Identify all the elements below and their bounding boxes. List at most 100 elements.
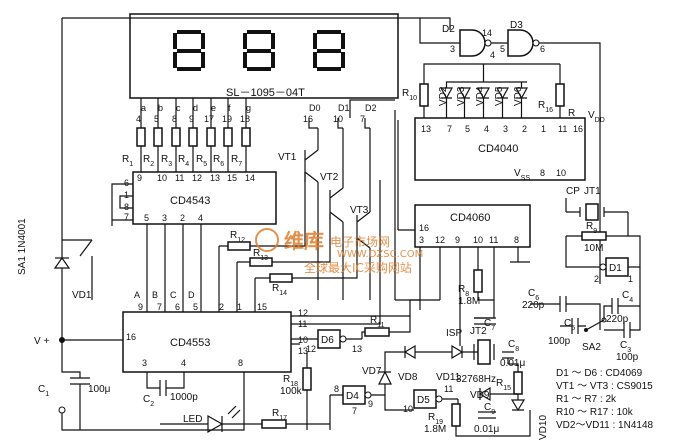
svg-text:VD5: VD5 [494, 86, 505, 106]
svg-text:R15: R15 [496, 378, 511, 392]
r12-r14: R12 R13 R14 [218, 172, 358, 312]
cd4040-chip: CD4040 13 7 5 4 3 2 1 11 16 VSS 8 10 VDD [414, 110, 605, 182]
pin-number: 8 [172, 114, 177, 124]
gate-d6: D6 12 13 [291, 329, 362, 354]
svg-text:7: 7 [124, 212, 129, 222]
svg-text:D4: D4 [346, 391, 359, 402]
svg-text:9: 9 [138, 302, 143, 312]
svg-text:R11: R11 [370, 315, 385, 329]
svg-text:VD7: VD7 [362, 366, 382, 377]
svg-text:16: 16 [573, 124, 583, 134]
watermark: 维库 电子市场网 WWW.DZSC.COM 全球最大IC采购网站 [255, 228, 423, 275]
svg-text:3: 3 [142, 358, 147, 368]
svg-text:C5: C5 [564, 318, 575, 332]
pin-number: 18 [240, 114, 250, 124]
pin-number: 5 [154, 114, 159, 124]
svg-text:5: 5 [465, 124, 470, 134]
svg-text:1: 1 [237, 302, 242, 312]
c9-capacitor: C9 0.01μ [474, 402, 499, 435]
svg-text:10: 10 [157, 173, 167, 183]
svg-text:CP: CP [566, 186, 580, 197]
svg-text:11: 11 [444, 384, 453, 394]
svg-text:VT2: VT2 [320, 172, 339, 183]
svg-text:1: 1 [628, 274, 633, 284]
pin-letter-f: f [228, 103, 231, 113]
pin-number: 19 [222, 114, 232, 124]
display-pin-numbers: 4 5 8 9 17 19 18 16 10 7 [136, 114, 365, 124]
gate-d1: D1 2 1 [565, 235, 641, 284]
jt1-switch: CP JT1 [565, 186, 628, 221]
svg-text:JT2: JT2 [470, 326, 487, 337]
note-line: VD2～VD11 : 1N4148 [556, 420, 654, 431]
svg-text:16: 16 [419, 223, 429, 233]
svg-text:12: 12 [435, 235, 445, 245]
c4-capacitor: C4 220p [606, 290, 633, 325]
pin-letter-g: g [246, 103, 251, 113]
svg-text:3: 3 [419, 235, 424, 245]
svg-text:ISP: ISP [446, 328, 462, 339]
cd4543-label: CD4543 [170, 195, 210, 207]
svg-text:VD3: VD3 [456, 86, 467, 106]
svg-text:2: 2 [219, 302, 224, 312]
svg-text:1.8M: 1.8M [424, 424, 446, 435]
pin-letter-d0: D0 [309, 103, 321, 113]
svg-text:R12: R12 [230, 230, 245, 244]
svg-text:SA1 1N4001: SA1 1N4001 [17, 218, 28, 275]
r15-resistor: R15 [496, 371, 523, 395]
svg-text:10: 10 [556, 168, 566, 178]
svg-text:100p: 100p [616, 352, 639, 363]
svg-text:R10: R10 [402, 88, 417, 102]
svg-text:全球最大IC采购网站: 全球最大IC采购网站 [304, 260, 412, 275]
svg-text:A: A [134, 290, 140, 300]
gate-d5: D5 10 11 [403, 384, 453, 414]
cd4060-label: CD4060 [450, 212, 490, 224]
pin-number: 9 [189, 114, 194, 124]
svg-text:100μ: 100μ [88, 384, 111, 395]
note-line: R1 ～ R7 : 2k [556, 394, 617, 405]
note-line: R10 ～ R17 : 10k [556, 407, 634, 418]
transistors: VT1 VT2 VT3 [278, 128, 371, 300]
svg-text:10M: 10M [584, 243, 603, 254]
svg-text:R13: R13 [253, 248, 268, 262]
svg-text:8: 8 [514, 235, 519, 245]
led-r17: LED R17 [160, 405, 330, 434]
svg-text:6: 6 [124, 178, 129, 188]
pin-letter-e: e [211, 103, 216, 113]
r9-resistor: R9 10M [566, 212, 629, 254]
svg-text:VD10: VD10 [538, 415, 549, 440]
svg-text:11: 11 [489, 235, 498, 245]
svg-text:R8: R8 [458, 284, 469, 298]
svg-text:12: 12 [298, 308, 308, 318]
svg-text:1000p: 1000p [170, 392, 198, 403]
svg-text:5: 5 [193, 302, 198, 312]
crystal-jt2: JT2 ISP C7 32768Hz [446, 317, 496, 385]
svg-text:0.01μ: 0.01μ [474, 424, 499, 435]
svg-text:R19: R19 [428, 412, 443, 426]
svg-text:VD6: VD6 [513, 86, 524, 106]
svg-text:8: 8 [540, 168, 545, 178]
svg-text:12: 12 [306, 344, 316, 354]
svg-text:9: 9 [137, 173, 142, 183]
svg-text:VD11: VD11 [436, 372, 461, 383]
c3-capacitor: C3 100p [616, 322, 639, 363]
svg-text:VD4: VD4 [475, 86, 486, 106]
svg-text:5: 5 [144, 213, 149, 223]
svg-text:220p: 220p [522, 300, 545, 311]
gate-d2: D2 3 14 4 [442, 24, 495, 60]
svg-text:14: 14 [245, 173, 255, 183]
svg-text:13: 13 [298, 346, 308, 356]
svg-text:B: B [152, 290, 158, 300]
svg-text:1: 1 [124, 190, 129, 200]
svg-text:11: 11 [558, 124, 567, 134]
svg-text:VD2: VD2 [438, 86, 449, 106]
pin-letter-d2: D2 [365, 103, 377, 113]
svg-text:V +: V + [34, 336, 49, 347]
svg-text:C9: C9 [484, 402, 495, 416]
resistor-labels-r1-r7: R1 R2 R3 R4 R5 R6 R7 [122, 154, 242, 168]
svg-text:15: 15 [227, 173, 237, 183]
power-input: SA1 1N4001 VD1 V + C1 100μ [17, 17, 420, 431]
r3-label: R3 [161, 154, 172, 168]
svg-text:VDD: VDD [588, 110, 605, 124]
svg-text:6: 6 [540, 44, 545, 54]
